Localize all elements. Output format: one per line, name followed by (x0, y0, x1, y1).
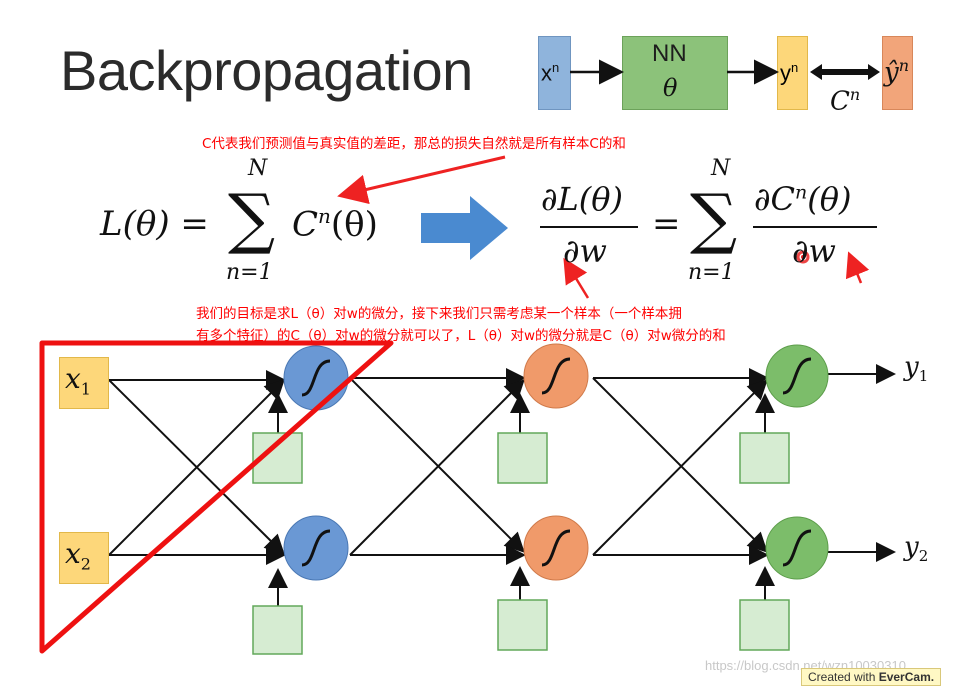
big-blue-arrow (421, 196, 508, 260)
bias-box (497, 599, 548, 651)
sum-bottom-right: n=1 (688, 260, 735, 285)
red-triangle-highlight (39, 340, 394, 654)
sigmoid-icon (301, 357, 812, 567)
annotation-note2-line1: 我们的目标是求L（θ）对w的微分，接下来我们只需考虑某一个样本（一个样本拥 (196, 306, 682, 322)
bias-box (252, 605, 303, 655)
input-x2-label: x2 (65, 537, 91, 574)
evercam-badge: Created with EverCam. (801, 668, 942, 686)
sigma-left: ∑ (228, 180, 276, 257)
bias-box (739, 432, 790, 484)
formula-lhs: L(θ) = (100, 204, 209, 244)
formula-equals-right: = (652, 204, 681, 244)
xn-box (538, 36, 571, 110)
formula-term: Cn(θ) (292, 204, 378, 245)
input-x1-box (59, 357, 109, 409)
yhat-box (882, 36, 913, 110)
nn-box (622, 36, 728, 110)
output-y2-label: y2 (904, 532, 929, 566)
page-title: Backpropagation (60, 39, 473, 102)
bias-box (739, 599, 790, 651)
double-arrow-icon (810, 64, 880, 80)
cn-label: Cn (830, 85, 861, 117)
output-y1-label: y1 (904, 352, 929, 386)
dl-numerator: ∂L(θ) (541, 180, 624, 218)
input-x1-label: x1 (65, 362, 91, 399)
sum-top-right: N (711, 156, 731, 181)
yn-label: yn (780, 60, 799, 86)
yhat-label: ŷn (884, 56, 910, 88)
nn-theta: θ (663, 74, 678, 102)
dc-fraction-bar (753, 226, 877, 228)
annotation-note1: C代表我们预测值与真实值的差距，那总的损失自然就是所有样本C的和 (202, 136, 626, 152)
red-arrow-dc (845, 251, 870, 284)
xn-label: xn (541, 60, 560, 86)
sum-top-left: N (248, 156, 268, 181)
bias-box (497, 432, 548, 484)
sigma-right: ∑ (690, 180, 738, 257)
dl-fraction-bar (540, 226, 638, 228)
dl-denominator: ∂w (563, 232, 607, 270)
nn-label: NN (652, 40, 687, 67)
dc-denominator: ∂w (792, 232, 836, 270)
sum-bottom-left: n=1 (226, 260, 273, 285)
dc-numerator: ∂Cn(θ) (754, 180, 852, 218)
red-arrow-dl (563, 257, 590, 299)
input-x2-box (59, 532, 109, 584)
red-arrow-note1 (337, 155, 506, 205)
annotation-note2-line2: 有多个特征）的C（θ）对w的微分就可以了，L（θ）对w的微分就是C（θ）对w微分… (196, 328, 726, 344)
